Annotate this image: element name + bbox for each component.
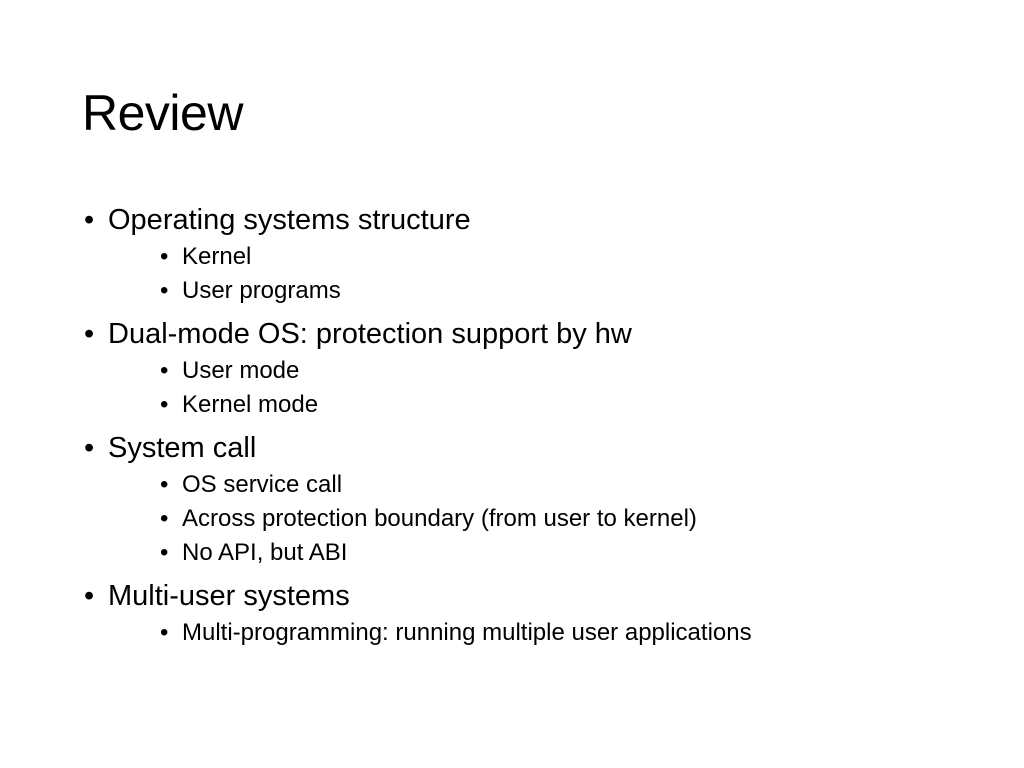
bullet-item: • Dual-mode OS: protection support by hw… [84, 314, 984, 422]
bullet-text: Operating systems structure [108, 204, 471, 236]
sub-bullet-item: • Across protection boundary (from user t… [108, 502, 984, 536]
bullet-icon: • [160, 243, 169, 270]
bullet-icon: • [84, 432, 95, 464]
sub-bullet-list: • Kernel • User programs [108, 240, 984, 308]
bullet-icon: • [160, 357, 169, 384]
sub-bullet-list: • Multi-programming: running multiple use… [108, 616, 984, 650]
sub-bullet-item: • User mode [108, 354, 984, 388]
bullet-list: • Operating systems structure • Kernel • U… [84, 200, 984, 650]
bullet-icon: • [160, 391, 169, 418]
bullet-icon: • [84, 204, 95, 236]
sub-bullet-item: • OS service call [108, 468, 984, 502]
sub-bullet-text: User mode [182, 357, 300, 384]
bullet-item: • Multi-user systems • Multi-programming:… [84, 576, 984, 650]
bullet-text: Dual-mode OS: protection support by hw [108, 318, 632, 350]
bullet-icon: • [84, 580, 95, 612]
sub-bullet-item: • User programs [108, 274, 984, 308]
sub-bullet-text: User programs [182, 277, 341, 304]
sub-bullet-list: • OS service call • Across protection boun… [108, 468, 984, 570]
bullet-text: Multi-user systems [108, 580, 350, 612]
bullet-icon: • [160, 539, 169, 566]
bullet-icon: • [160, 619, 169, 646]
bullet-icon: • [160, 505, 169, 532]
bullet-icon: • [160, 277, 169, 304]
sub-bullet-text: Multi-programming: running multiple user… [182, 619, 752, 646]
bullet-item: • Operating systems structure • Kernel • U… [84, 200, 984, 308]
sub-bullet-text: OS service call [182, 471, 343, 498]
sub-bullet-text: Kernel [182, 243, 252, 270]
sub-bullet-item: • Kernel [108, 240, 984, 274]
bullet-item: • System call • OS service call • Across p… [84, 428, 984, 570]
sub-bullet-list: • User mode • Kernel mode [108, 354, 984, 422]
bullet-text: System call [108, 432, 257, 464]
sub-bullet-item: • No API, but ABI [108, 536, 984, 570]
sub-bullet-text: Across protection boundary (from user to… [182, 505, 697, 532]
sub-bullet-item: • Multi-programming: running multiple use… [108, 616, 984, 650]
bullet-icon: • [160, 471, 169, 498]
slide-title: Review [82, 85, 243, 141]
sub-bullet-text: No API, but ABI [182, 539, 348, 566]
sub-bullet-item: • Kernel mode [108, 388, 984, 422]
sub-bullet-text: Kernel mode [182, 391, 319, 418]
bullet-icon: • [84, 318, 95, 350]
